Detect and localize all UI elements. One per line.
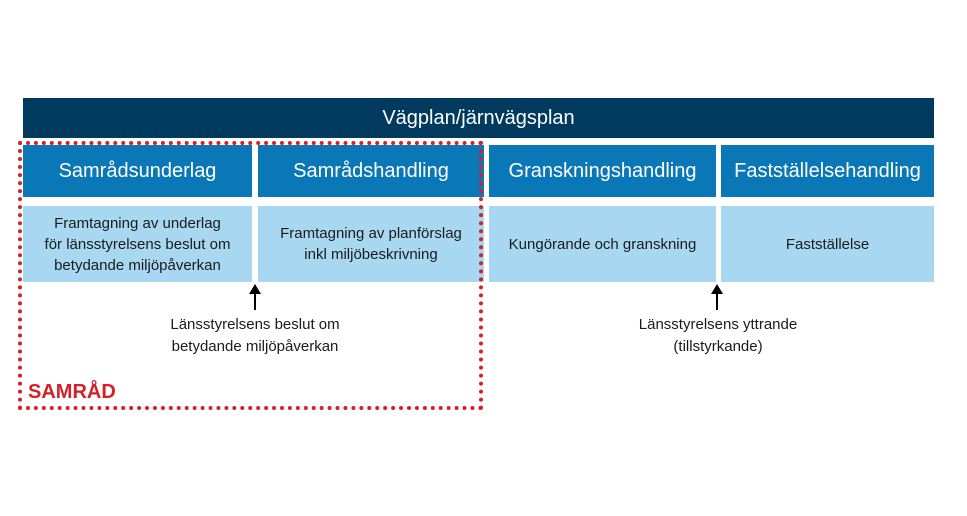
phase-description-samradsunderlag: Framtagning av underlag för länsstyrelse… <box>23 206 252 282</box>
description-line: Fastställelse <box>785 235 870 253</box>
arrow-shaft <box>716 292 718 310</box>
samrad-group-outline <box>18 141 483 410</box>
phase-label: Samrådshandling <box>293 159 449 182</box>
phase-label: Fastställelsehandling <box>734 159 921 182</box>
phase-description-granskningshandling: Kungörande och granskning <box>489 206 716 282</box>
phase-header-granskningshandling: Granskningshandling <box>489 145 716 197</box>
phase-label: Granskningshandling <box>508 159 697 182</box>
description-line: Framtagning av underlag <box>54 214 221 232</box>
note-line: Länsstyrelsens beslut om <box>170 316 340 333</box>
description-line: betydande miljöpåverkan <box>54 256 221 274</box>
arrow-up-icon <box>249 284 261 294</box>
description-line: Framtagning av planförslag <box>280 225 462 242</box>
phase-description-faststallelsehandling: Fastställelse <box>721 206 934 282</box>
banner-title: Vägplan/järnvägsplan <box>382 106 575 129</box>
phase-header-samradsunderlag: Samrådsunderlag <box>23 145 252 197</box>
phase-header-samradshandling: Samrådshandling <box>258 145 484 197</box>
phase-description-samradshandling: Framtagning av planförslag inkl miljöbes… <box>258 206 484 282</box>
arrow-up-icon <box>711 284 723 294</box>
milestone-note-decision: Länsstyrelsens beslut om betydande miljö… <box>135 314 375 358</box>
arrow-shaft <box>254 292 256 310</box>
phase-header-faststallelsehandling: Fastställelsehandling <box>721 145 934 197</box>
note-line: Länsstyrelsens yttrande <box>638 316 798 333</box>
milestone-note-statement: Länsstyrelsens yttrande (tillstyrkande) <box>598 314 838 358</box>
note-line: (tillstyrkande) <box>673 338 763 355</box>
note-line: betydande miljöpåverkan <box>171 338 339 355</box>
process-banner: Vägplan/järnvägsplan <box>23 98 934 138</box>
description-line: för länsstyrelsens beslut om <box>44 235 231 253</box>
samrad-group-label: SAMRÅD <box>28 381 116 403</box>
phase-label: Samrådsunderlag <box>58 159 217 182</box>
description-line: Kungörande och granskning <box>508 235 697 253</box>
description-line: inkl miljöbeskrivning <box>304 246 438 263</box>
